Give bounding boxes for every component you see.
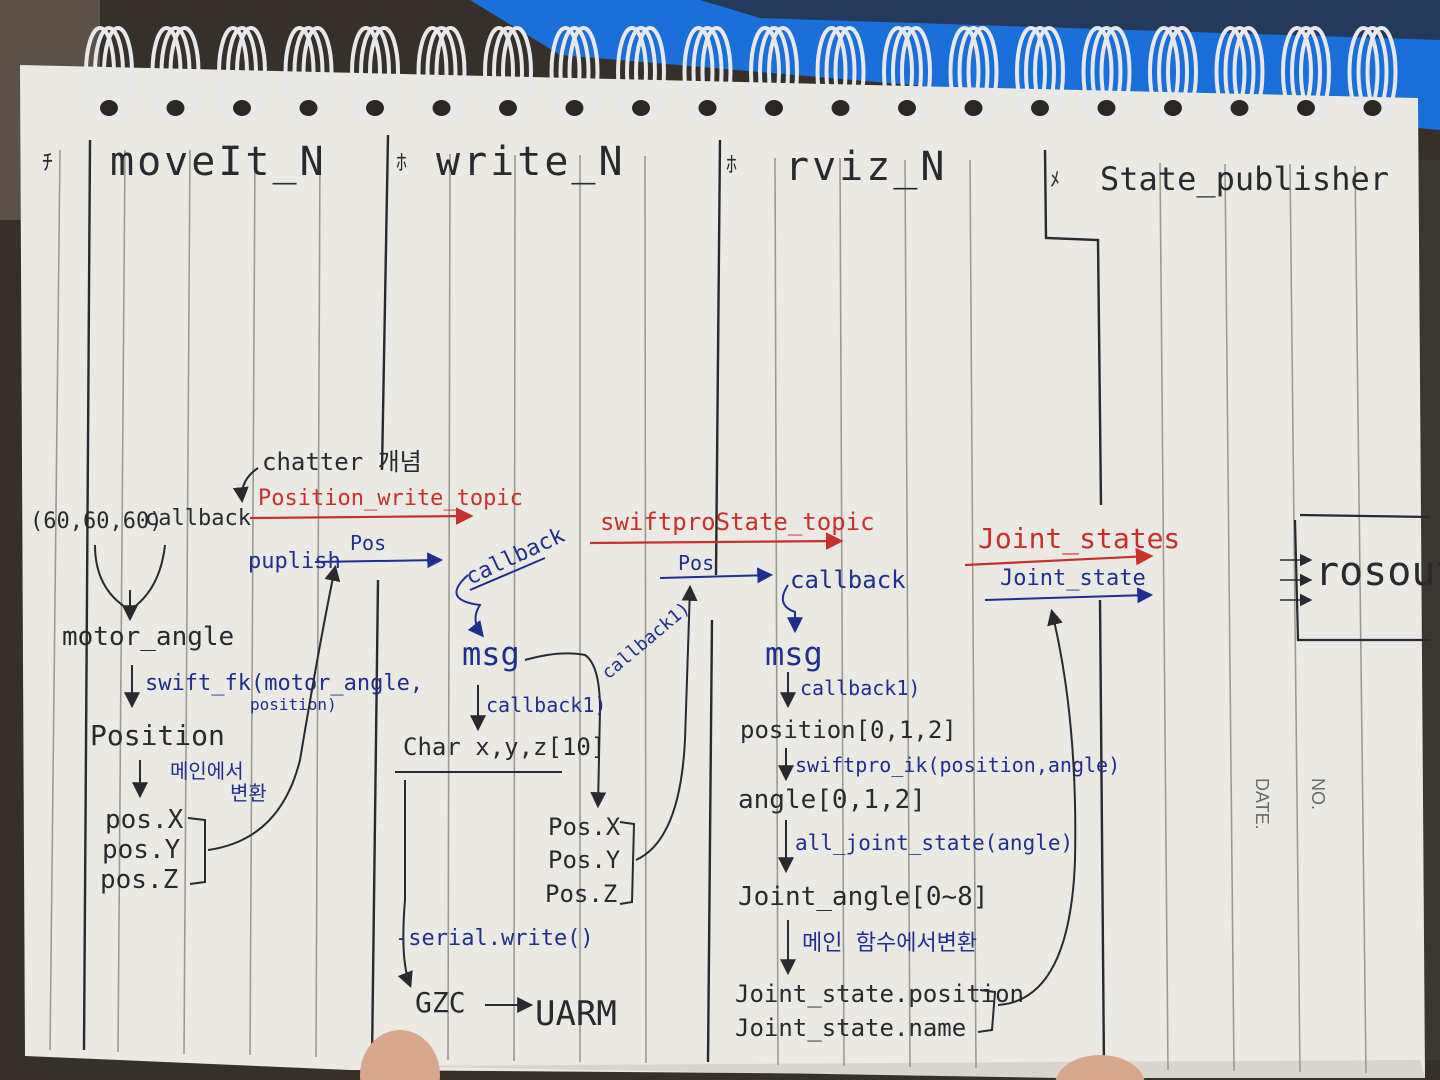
write-pos-label: Pos [678,551,714,575]
binding-hole [1364,100,1382,116]
topic-swiftpro-state: swiftproState_topic [600,508,875,536]
rviz-callback: callback [790,566,906,594]
rviz-joint-name: Joint_state.name [735,1014,966,1042]
write-uarm: UARM [535,994,617,1034]
write-pos-y: Pos.Y [548,846,621,874]
col1-marker: ﾁ [42,151,53,176]
binding-hole [433,100,451,116]
moveit-input: (60,60,60) [30,509,162,534]
binding-hole [765,100,783,116]
rosout-label: rosout [1315,549,1440,595]
moveit-pos-label: Pos [350,531,386,555]
state-joint-state: Joint_state [1000,566,1146,591]
topic-joint-states: Joint_states [978,522,1180,556]
binding-hole [1098,100,1116,116]
write-gzc: GZC [415,986,466,1019]
moveit-position: Position [90,719,225,752]
moveit-callback: callback [145,506,251,531]
write-serial: -serial.write() [395,926,594,951]
rviz-position: position[0,1,2] [740,716,957,744]
rviz-main-convert: 메인 함수에서변환 [802,931,977,956]
rviz-angle: angle[0,1,2] [738,785,926,815]
binding-hole [965,100,983,116]
binding-hole [1031,100,1049,116]
col4-title: State_publisher [1100,160,1389,198]
moveit-main-note-2: 변환 [230,781,267,805]
binding-hole [1297,100,1315,116]
col2-marker: ﾎ [396,151,407,176]
moveit-pos-x: pos.X [105,805,184,835]
no-label: NO. [1308,778,1328,810]
chatter-note: chatter 개념 [262,448,422,476]
moveit-pos-y: pos.Y [102,835,181,865]
binding-hole [300,100,318,116]
moveit-swift-fk-2: position) [250,695,337,714]
col3-marker: ﾎ [726,153,737,178]
binding-hole [898,100,916,116]
binding-hole [832,100,850,116]
write-msg: msg [462,635,520,673]
rviz-joint-angle: Joint_angle[0~8] [738,882,988,912]
binding-hole [566,100,584,116]
date-label: DATE. [1252,778,1272,830]
write-pos-x: Pos.X [548,813,621,841]
moveit-swift-fk-1: swift_fk(motor_angle, [145,671,423,696]
write-char: Char x,y,z[10] [403,733,605,761]
col3-title: rviz_N [785,144,948,190]
binding-hole [499,100,517,116]
rviz-joint-position: Joint_state.position [735,980,1024,1008]
col2-title: write_N [436,139,626,185]
binding-hole [1231,100,1249,116]
write-pos-z: Pos.Z [545,880,617,908]
rviz-msg: msg [765,635,823,673]
moveit-pos-z: pos.Z [100,865,178,895]
notebook-page [20,65,1425,1078]
rviz-callback1: callback1) [800,676,920,700]
binding-hole [1164,100,1182,116]
rviz-ik: swiftpro_ik(position,angle) [795,753,1120,777]
col4-marker: ﾒ [1050,167,1060,191]
write-callback2: callback1) [486,693,606,717]
binding-hole [100,100,118,116]
topic-position-write: Position_write_topic [258,486,523,511]
rviz-all-joint: all_joint_state(angle) [795,831,1073,855]
binding-hole [167,100,185,116]
binding-hole [366,100,384,116]
moveit-main-note-1: 메인에서 [170,759,244,783]
moveit-motor-angle: motor_angle [62,622,234,652]
binding-hole [699,100,717,116]
col1-title: moveIt_N [110,139,327,185]
binding-hole [632,100,650,116]
binding-hole [233,100,251,116]
